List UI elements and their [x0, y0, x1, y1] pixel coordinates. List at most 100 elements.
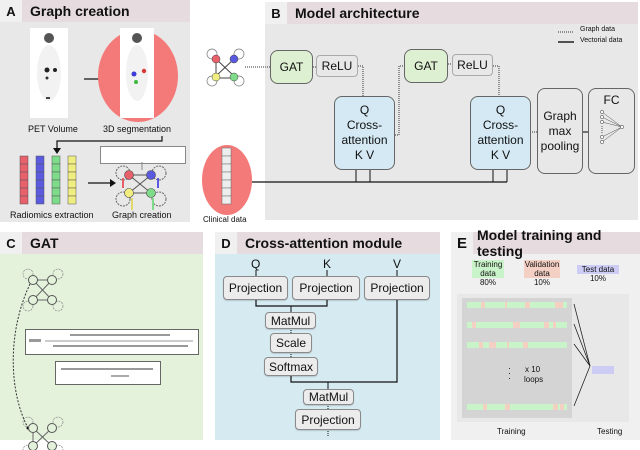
panel-graph-creation: A Graph creation PET Volume 3D segmentat…	[0, 0, 195, 225]
panel-a-letter: A	[0, 0, 22, 22]
training-segment	[528, 342, 567, 348]
clinical-feature-cell	[222, 172, 231, 180]
scale-block[interactable]: Scale	[270, 333, 312, 353]
input-q-label: Q	[251, 257, 260, 271]
validation-data-line2: data	[524, 269, 560, 278]
cross-attention-1-q: Q	[360, 103, 369, 118]
training-segment	[556, 322, 567, 328]
gat-block-2[interactable]: GAT	[404, 49, 448, 83]
projection-k-label: Projection	[299, 281, 352, 295]
panel-c-letter: C	[0, 232, 22, 254]
panel-a-header: A Graph creation	[0, 0, 190, 22]
pooling-line3: pooling	[541, 139, 580, 154]
clinical-data-vector	[222, 148, 232, 204]
validation-segment	[553, 322, 556, 328]
training-segment	[467, 302, 481, 308]
feature-cell	[36, 188, 44, 196]
cv-folds	[462, 298, 572, 418]
feature-cell	[36, 164, 44, 172]
cross-attention-2-k: K	[491, 148, 499, 162]
clinical-feature-cell	[222, 180, 231, 188]
feature-cell	[36, 180, 44, 188]
gat-block-1[interactable]: GAT	[270, 50, 313, 84]
training-segment	[520, 322, 544, 328]
scale-label: Scale	[276, 336, 306, 350]
training-segment	[549, 322, 553, 328]
relu-block-1[interactable]: ReLU	[316, 55, 358, 77]
projection-k-block[interactable]: Projection	[292, 276, 360, 300]
feature-cell	[20, 196, 28, 204]
input-v-label: V	[393, 257, 401, 271]
validation-segment	[553, 404, 558, 410]
validation-segment	[555, 302, 563, 308]
matmul-block-2[interactable]: MatMul	[303, 389, 354, 405]
training-segment	[467, 404, 483, 410]
matmul-block-1[interactable]: MatMul	[265, 312, 316, 329]
input-k-label: K	[323, 257, 331, 271]
projection-output-block[interactable]: Projection	[295, 409, 361, 430]
training-segment	[564, 404, 567, 410]
pooling-line2: max	[549, 124, 572, 139]
training-segment	[510, 404, 553, 410]
training-segment	[507, 302, 525, 308]
cross-attention-1-k: K	[355, 148, 363, 162]
feature-cell	[36, 196, 44, 204]
validation-segment	[489, 342, 496, 348]
projection-output-label: Projection	[301, 413, 354, 427]
training-segment	[530, 302, 555, 308]
loops-dots: ···	[508, 366, 511, 381]
projection-v-label: Projection	[370, 281, 423, 295]
fc-block[interactable]: FC	[588, 88, 635, 174]
relu-block-1-label: ReLU	[322, 59, 353, 73]
cross-attention-block-1[interactable]: Q Cross- attention K V	[334, 96, 395, 170]
segmentation-label: 3D segmentation	[103, 124, 171, 134]
panel-e-title: Model training and testing	[473, 232, 640, 254]
feature-cell	[68, 196, 76, 204]
validation-segment	[523, 342, 528, 348]
training-segment	[476, 322, 513, 328]
training-data-line1: Training	[472, 260, 504, 269]
projection-v-block[interactable]: Projection	[364, 276, 430, 300]
projection-q-block[interactable]: Projection	[223, 276, 288, 300]
cross-attention-2-line1: Cross-	[483, 118, 518, 133]
fc-network-icon	[597, 107, 627, 152]
feature-cell	[52, 164, 60, 172]
training-segment	[485, 302, 505, 308]
training-label: Training	[497, 427, 526, 436]
feature-cell	[68, 180, 76, 188]
validation-segment	[560, 404, 564, 410]
training-segment	[487, 404, 505, 410]
feature-cell	[36, 172, 44, 180]
pooling-line1: Graph	[543, 109, 576, 124]
validation-segment	[507, 342, 509, 348]
training-segment	[558, 404, 560, 410]
softmax-block[interactable]: Softmax	[264, 357, 318, 376]
graph-after-icon	[23, 417, 63, 450]
feature-cell	[20, 164, 28, 172]
panel-a-title: Graph creation	[22, 0, 190, 22]
clinical-data-label: Clinical data	[203, 215, 247, 224]
validation-segment	[505, 404, 510, 410]
cross-attention-1-line1: Cross-	[347, 118, 382, 133]
test-pct: 10%	[577, 274, 619, 283]
training-segment	[467, 342, 479, 348]
panel-c-header: C GAT	[0, 232, 203, 254]
validation-pct: 10%	[524, 278, 560, 287]
relu-block-2[interactable]: ReLU	[452, 54, 493, 76]
cross-attention-block-2[interactable]: Q Cross- attention K V	[470, 96, 531, 170]
cross-attention-1-kv: K V	[355, 148, 374, 163]
radiomics-label: Radiomics extraction	[10, 210, 94, 220]
projection-q-label: Projection	[229, 281, 282, 295]
fold-to-test-lines	[572, 302, 622, 412]
cross-attention-2-q: Q	[496, 103, 505, 118]
arrow-right-icon	[88, 178, 118, 188]
graph-max-pooling-block[interactable]: Graph max pooling	[537, 88, 583, 174]
feature-cell	[20, 180, 28, 188]
feature-cell	[68, 164, 76, 172]
validation-segment	[544, 322, 549, 328]
feature-cell	[20, 156, 28, 164]
